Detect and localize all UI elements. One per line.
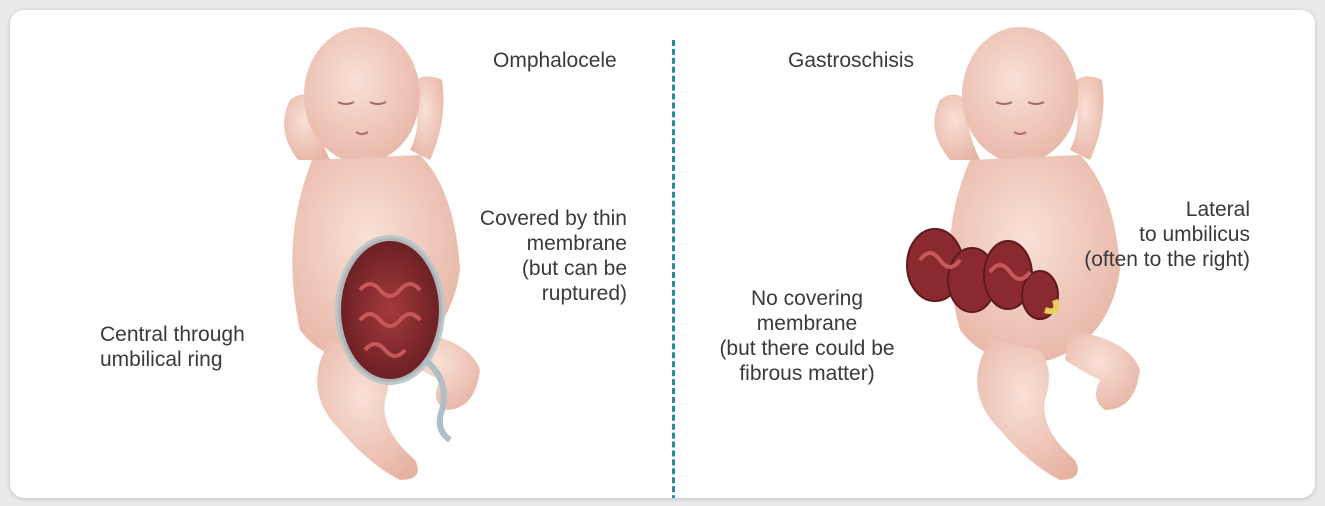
- figure-card: Omphalocele Covered by thin membrane (bu…: [10, 10, 1315, 498]
- gastroschisis-title: Gastroschisis: [788, 48, 914, 73]
- omphalocele-title: Omphalocele: [493, 48, 617, 73]
- panel-divider: [672, 40, 675, 498]
- infant-omphalocele-illustration: [220, 10, 520, 498]
- gastroschisis-covering-label: No covering membrane (but there could be…: [707, 286, 907, 386]
- omphalocele-covering-label: Covered by thin membrane (but can be rup…: [480, 206, 627, 306]
- gastroschisis-location-label: Lateral to umbilicus (often to the right…: [1084, 197, 1250, 272]
- omphalocele-location-label: Central through umbilical ring: [100, 322, 245, 372]
